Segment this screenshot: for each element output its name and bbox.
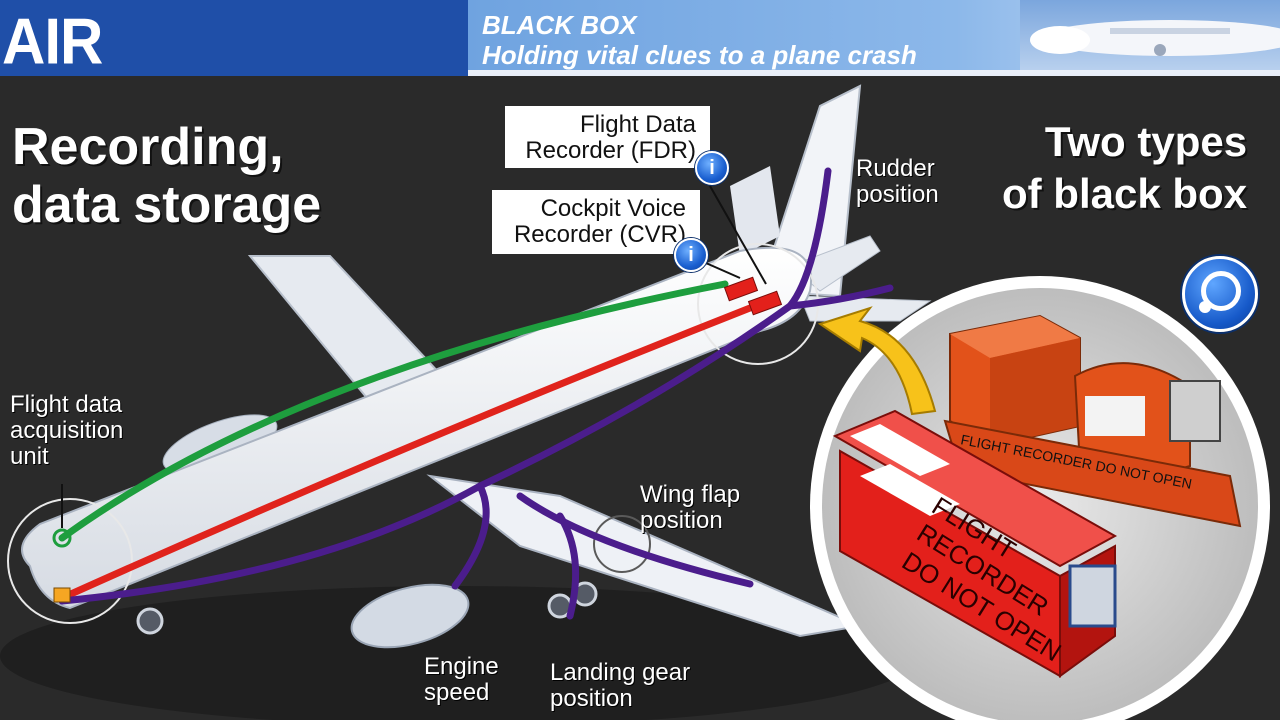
fdau-unit: [53, 587, 71, 603]
rudder-line1: Rudder: [856, 155, 935, 182]
gear-line2: position: [550, 685, 633, 712]
heading-two-types: Two types of black box: [1002, 116, 1247, 220]
heading-recording: Recording, data storage: [12, 118, 321, 234]
header-banner: AIR TRANSPORT BLACK BOX Holding vital cl…: [0, 0, 1280, 76]
wingflap-line1: Wing flap: [640, 481, 741, 508]
wingflap-label: Wing flap position: [640, 482, 740, 534]
wingflap-highlight-circle: [593, 515, 651, 573]
fdr-unit: [747, 290, 783, 316]
wire-purple-wingflap: [516, 492, 754, 588]
header-title-block: AIR TRANSPORT: [0, 0, 468, 76]
cvr-callout: Cockpit Voice Recorder (CVR): [492, 190, 700, 254]
heading-two-types-line1: Two types: [1044, 118, 1248, 165]
wire-purple-gear: [556, 512, 580, 620]
wire-purple-main: [58, 167, 832, 605]
fuselage: [21, 246, 813, 610]
nose-highlight-circle: [7, 498, 133, 624]
near-engine: [350, 583, 470, 649]
cvr-line2: Recorder (CVR): [513, 221, 686, 248]
magnify-icon[interactable]: [1182, 256, 1258, 332]
green-wire-start: [52, 528, 72, 548]
header-plane-photo: [1020, 0, 1280, 70]
diagram-stage: FLIGHT RECORDER DO NOT OPEN FLIGHT RECOR…: [0, 76, 1280, 720]
engine-line2: speed: [424, 679, 490, 706]
recorder-orange: FLIGHT RECORDER DO NOT OPEN: [943, 314, 1242, 528]
fdau-line2: acquisition: [10, 417, 124, 444]
ground-shadow: [0, 586, 920, 720]
heading-recording-line2: data storage: [12, 176, 322, 234]
engine-label: Engine speed: [424, 654, 499, 706]
fdr-info-button[interactable]: i: [695, 151, 729, 185]
fdr-line2: Recorder (FDR): [525, 137, 696, 164]
wingflap-line2: position: [640, 507, 723, 534]
engine-line1: Engine: [424, 653, 499, 680]
header-subtitle: Holding vital clues to a plane crash: [482, 40, 917, 70]
cvr-unit: [723, 276, 759, 302]
fdr-line1: Flight Data: [579, 111, 696, 138]
wire-red: [58, 304, 754, 602]
tail-fin-shade: [730, 166, 780, 256]
fdr-callout: Flight Data Recorder (FDR): [505, 106, 710, 168]
fdau-label: Flight data acquisition unit: [10, 392, 123, 470]
header-kicker: BLACK BOX: [482, 10, 637, 40]
rudder-line2: position: [856, 181, 939, 208]
gear-line1: Landing gear: [550, 659, 691, 686]
wire-purple-engine: [451, 482, 490, 590]
cvr-info-button[interactable]: i: [674, 238, 708, 272]
aircraft-diagram: FLIGHT RECORDER DO NOT OPEN FLIGHT RECOR…: [0, 84, 1270, 720]
wire-purple-rudder: [786, 284, 894, 310]
gear-label: Landing gear position: [550, 660, 690, 712]
rudder-label: Rudder position: [856, 156, 939, 208]
landing-gear: [136, 581, 598, 635]
heading-recording-line1: Recording,: [12, 118, 284, 176]
wire-green: [58, 280, 729, 542]
tail-fin: [758, 84, 862, 298]
fdau-line1: Flight data: [10, 391, 123, 418]
heading-two-types-line2: of black box: [1002, 170, 1248, 217]
fdr-pointer: [709, 185, 767, 285]
cvr-line1: Cockpit Voice: [540, 195, 686, 222]
header-title: AIR TRANSPORT: [2, 5, 103, 76]
zoom-arrow: [817, 306, 937, 416]
fdau-line3: unit: [10, 443, 49, 470]
header-plane-icon: [1030, 20, 1280, 56]
